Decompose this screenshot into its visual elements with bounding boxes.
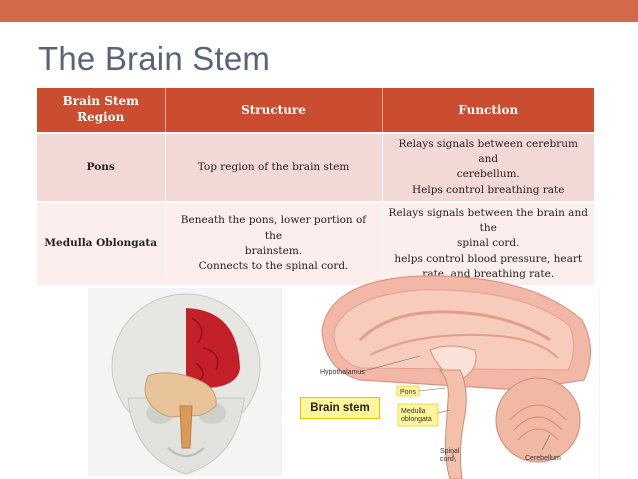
top-accent-bar [0,0,638,22]
brain-sagittal-illustration: Hypothalamus Pons Medulla oblongata Cere… [320,275,600,479]
table-row: Pons Top region of the brain stem Relays… [37,132,594,202]
slide-title: The Brain Stem [38,40,271,77]
label-cerebellum: Cerebellum [525,455,561,462]
label-spinal-cord: Spinal cord [440,448,461,463]
structure-cell: Beneath the pons, lower portion of the b… [165,200,383,285]
label-pons: Pons [400,389,416,396]
label-medulla: Medulla oblongata [401,408,432,423]
table-row: Medulla Oblongata Beneath the pons, lowe… [37,200,594,285]
structure-cell: Top region of the brain stem [165,132,383,202]
region-cell: Medulla Oblongata [37,200,166,285]
table-header-row: Brain Stem Region Structure Function [37,88,594,133]
brain-stem-label: Brain stem [300,397,380,419]
label-hypothalamus: Hypothalamus [320,369,365,376]
header-structure: Structure [165,88,383,133]
region-cell: Pons [37,132,166,202]
function-cell: Relays signals between cerebrum and cere… [382,132,594,202]
header-function: Function [382,88,594,133]
brain-stem-table: Brain Stem Region Structure Function Pon… [37,88,594,285]
header-region: Brain Stem Region [37,88,166,133]
function-cell: Relays signals between the brain and the… [382,200,594,285]
skull-brainstem-illustration [88,288,282,476]
